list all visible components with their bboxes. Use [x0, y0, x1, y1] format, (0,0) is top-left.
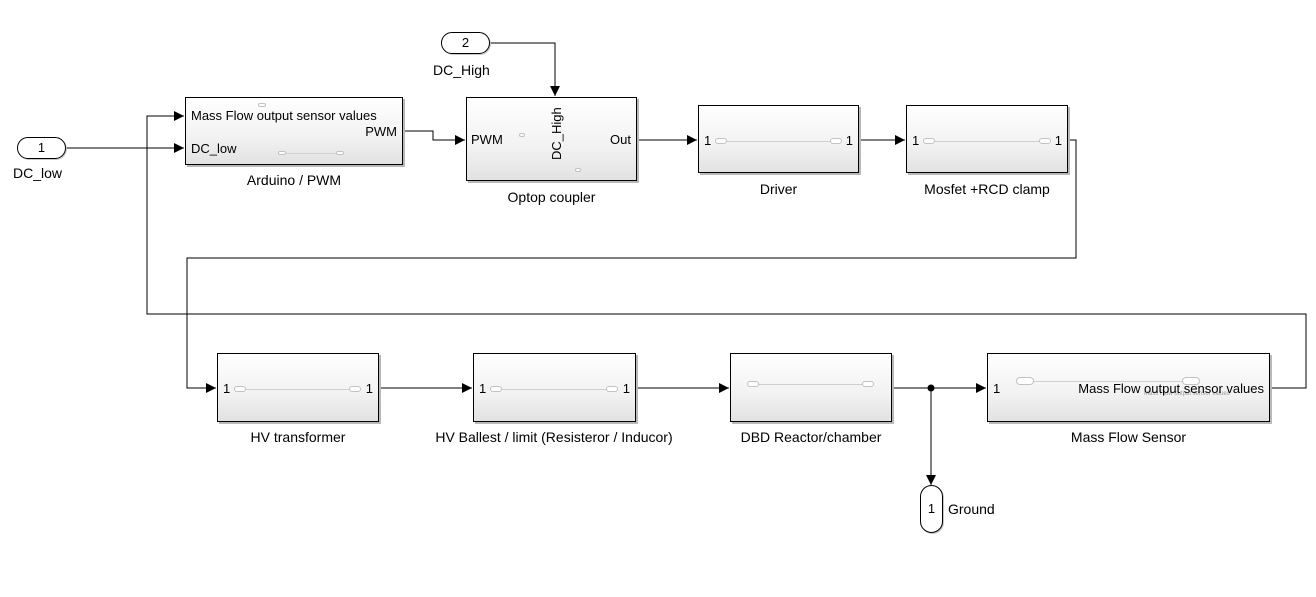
arduino-inner-oval-top: [258, 103, 266, 107]
inport-dc-low-number: 1: [37, 140, 46, 155]
arduino-in1-label: Mass Flow output sensor values: [191, 108, 377, 123]
inport-dc-high[interactable]: 2: [441, 32, 490, 54]
wire-pwm[interactable]: [403, 130, 465, 145]
hv-ballest-name: HV Ballest / limit (Resisteror / Inducor…: [435, 429, 673, 445]
outport-ground[interactable]: 1: [920, 485, 943, 533]
hv-transformer-inner-line: [238, 389, 358, 390]
wire-dc-high[interactable]: [490, 42, 560, 96]
driver-inner-line: [719, 141, 839, 142]
mosfet-inner-line: [927, 141, 1047, 142]
inport-dc-high-number: 2: [461, 35, 470, 50]
arduino-inner-oval-right: [336, 151, 344, 155]
mosfet-inner-oval-right: [1039, 138, 1051, 144]
hv-ballest-in-label: 1: [479, 381, 487, 396]
mosfet-out-label: 1: [1054, 133, 1062, 148]
hv-transformer-inner-oval-left: [234, 386, 246, 392]
mosfet-in-label: 1: [912, 133, 920, 148]
optocoupler-dchigh-label: DC_High: [549, 107, 564, 160]
mass-flow-sensor-in-label: 1: [993, 381, 1001, 396]
dbd-reactor-block[interactable]: [730, 353, 892, 422]
optocoupler-block[interactable]: PWM Out DC_High: [466, 97, 637, 181]
driver-out-label: 1: [845, 133, 853, 148]
mass-flow-sensor-inner-oval-right: [1182, 377, 1200, 385]
mass-flow-sensor-out-label: Mass Flow output sensor values: [1078, 381, 1264, 396]
hv-transformer-block[interactable]: 1 1: [217, 353, 379, 422]
arduino-pwm-block[interactable]: Mass Flow output sensor values PWM DC_lo…: [185, 97, 403, 165]
optocoupler-inner-oval-a: [519, 133, 525, 137]
mass-flow-sensor-inner-text: Mass Flow output sensor values: [1144, 391, 1230, 397]
mosfet-name: Mosfet +RCD clamp: [924, 181, 1050, 197]
branch-point: [927, 384, 935, 392]
inport-dc-low[interactable]: 1: [17, 137, 66, 159]
inport-dc-low-name: DC_low: [13, 165, 63, 181]
hv-ballest-out-label: 1: [622, 381, 630, 396]
optocoupler-inner-oval-b: [575, 168, 581, 172]
driver-name: Driver: [759, 181, 798, 197]
dbd-reactor-inner-line: [751, 384, 871, 385]
arduino-pwm-name: Arduino / PWM: [246, 172, 342, 188]
mass-flow-sensor-name: Mass Flow Sensor: [1070, 429, 1187, 445]
optocoupler-pwm-label: PWM: [471, 132, 503, 147]
mass-flow-sensor-inner-line: [1022, 381, 1192, 382]
mosfet-block[interactable]: 1 1: [906, 105, 1068, 173]
hv-ballest-inner-oval-left: [490, 386, 502, 392]
driver-inner-oval-left: [715, 138, 727, 144]
mass-flow-sensor-inner-oval-left: [1016, 377, 1034, 385]
hv-ballest-inner-line: [494, 389, 614, 390]
hv-ballest-inner-oval-right: [606, 386, 618, 392]
mass-flow-sensor-block[interactable]: 1 Mass Flow output sensor values Mass Fl…: [987, 353, 1270, 422]
hv-transformer-in-label: 1: [223, 381, 231, 396]
arduino-inner-line: [281, 153, 341, 154]
hv-ballest-block[interactable]: 1 1: [473, 353, 636, 422]
hv-transformer-name: HV transformer: [250, 429, 346, 445]
arduino-out1-label: PWM: [365, 124, 397, 139]
arduino-inner-oval-left: [278, 151, 286, 155]
mosfet-inner-oval-left: [923, 138, 935, 144]
dbd-reactor-inner-oval-left: [747, 381, 759, 387]
arduino-in2-label: DC_low: [191, 141, 237, 156]
inport-dc-high-name: DC_High: [433, 62, 490, 78]
dbd-reactor-inner-oval-right: [862, 381, 874, 387]
outport-ground-number: 1: [927, 501, 936, 516]
outport-ground-name: Ground: [948, 501, 995, 517]
driver-inner-oval-right: [830, 138, 842, 144]
driver-in-label: 1: [704, 133, 712, 148]
hv-transformer-out-label: 1: [365, 381, 373, 396]
dbd-reactor-name: DBD Reactor/chamber: [740, 429, 882, 445]
wire-mosfet-to-hv-transformer[interactable]: [186, 139, 1077, 393]
optocoupler-out-label: Out: [610, 132, 631, 147]
optocoupler-name: Optop coupler: [507, 189, 596, 205]
driver-block[interactable]: 1 1: [698, 105, 859, 173]
wire-feedback[interactable]: [146, 111, 1307, 389]
hv-transformer-inner-oval-right: [349, 386, 361, 392]
